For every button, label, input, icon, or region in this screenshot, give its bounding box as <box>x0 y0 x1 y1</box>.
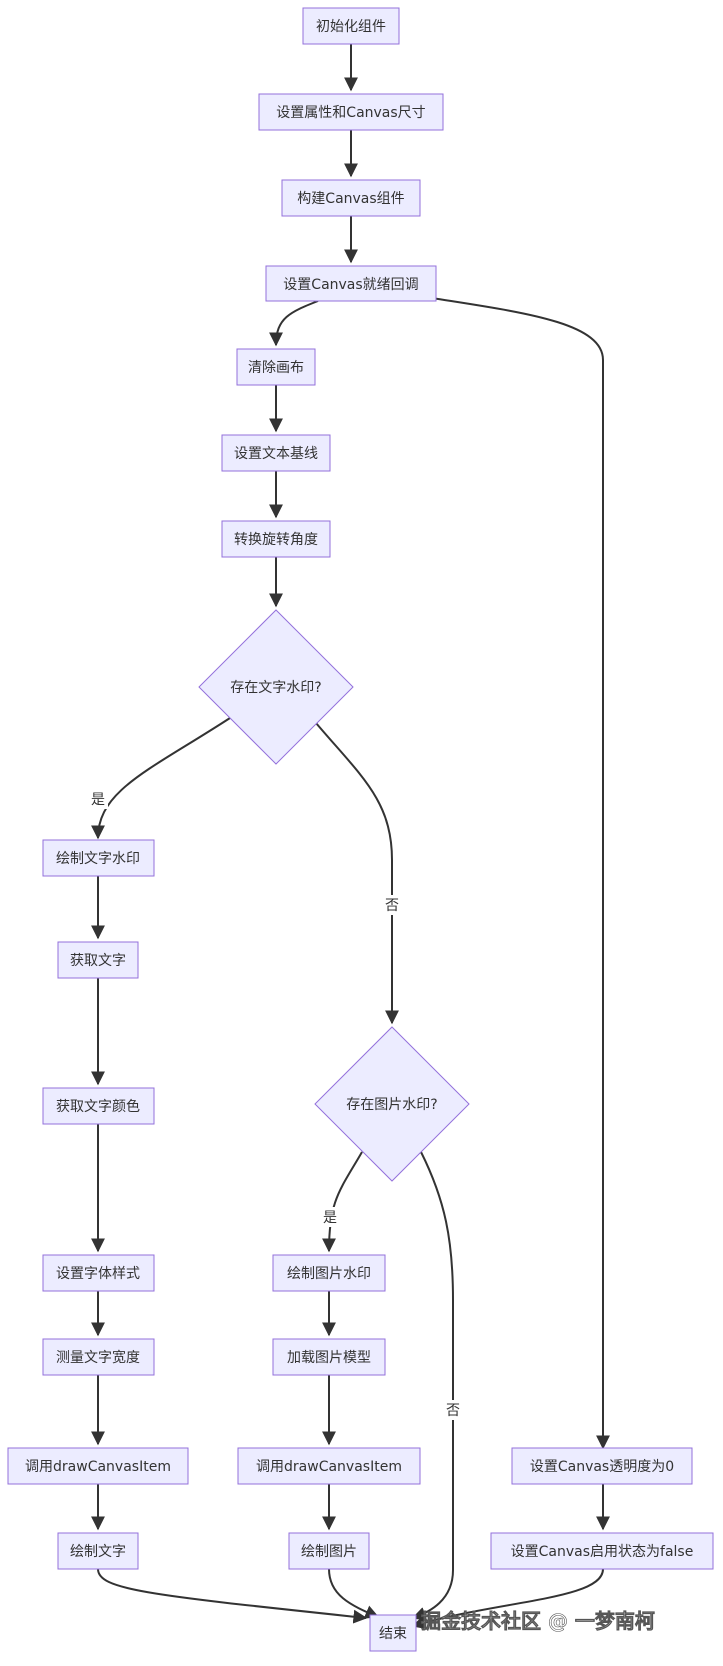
node-load-img: 加载图片模型 <box>272 1338 386 1376</box>
edge-drawtext-end <box>97 1568 368 1624</box>
node-call-draw-1-label: 调用drawCanvasItem <box>25 1459 171 1475</box>
node-set-props-label: 设置属性和Canvas尺寸 <box>276 105 425 121</box>
node-draw-img-wm: 绘制图片水印 <box>272 1254 386 1292</box>
edge-label-text-no: 否 <box>385 898 399 914</box>
node-draw-text-wm-label: 绘制文字水印 <box>56 851 140 867</box>
edges <box>91 44 610 1630</box>
edge-disable-end <box>411 1568 604 1630</box>
node-draw-text: 绘制文字 <box>57 1532 139 1570</box>
node-opacity-label: 设置Canvas透明度为0 <box>530 1459 674 1475</box>
node-font-style-label: 设置字体样式 <box>56 1266 140 1282</box>
node-call-draw-1: 调用drawCanvasItem <box>7 1447 189 1485</box>
node-get-color: 获取文字颜色 <box>42 1087 155 1125</box>
edge-labels: 是 否 是 否 <box>88 789 463 1420</box>
node-measure-label: 测量文字宽度 <box>56 1349 140 1366</box>
node-init: 初始化组件 <box>302 7 400 45</box>
node-build-canvas: 构建Canvas组件 <box>281 179 421 217</box>
node-disable: 设置Canvas启用状态为false <box>490 1532 714 1570</box>
edge-ready-clear <box>269 300 319 347</box>
node-rotate-label: 转换旋转角度 <box>234 531 318 548</box>
edge-hasimage-yes <box>322 1151 363 1253</box>
node-rotate: 转换旋转角度 <box>221 520 331 558</box>
node-get-text: 获取文字 <box>57 941 139 979</box>
node-get-text-label: 获取文字 <box>70 953 126 969</box>
node-get-color-label: 获取文字颜色 <box>56 1098 140 1115</box>
node-measure: 测量文字宽度 <box>42 1338 155 1376</box>
node-font-style: 设置字体样式 <box>42 1254 155 1292</box>
edge-ready-opacity <box>431 297 610 1450</box>
edge-hasimage-no <box>411 1151 454 1621</box>
node-has-image-label: 存在图片水印? <box>346 1097 437 1113</box>
node-load-img-label: 加载图片模型 <box>287 1350 371 1366</box>
edge-label-img-no: 否 <box>446 1403 460 1419</box>
node-ready-cb-label: 设置Canvas就绪回调 <box>283 277 418 293</box>
node-draw-img-label: 绘制图片 <box>301 1544 357 1560</box>
node-call-draw-2-label: 调用drawCanvasItem <box>256 1459 402 1475</box>
node-baseline-label: 设置文本基线 <box>234 445 318 462</box>
node-clear-label: 清除画布 <box>248 360 304 376</box>
edge-hastext-no <box>315 722 399 1025</box>
edge-label-text-yes: 是 <box>91 792 105 808</box>
node-has-image: 存在图片水印? <box>314 1026 470 1182</box>
node-set-props: 设置属性和Canvas尺寸 <box>258 93 444 131</box>
node-end-label: 结束 <box>379 1626 407 1642</box>
node-opacity: 设置Canvas透明度为0 <box>511 1447 693 1485</box>
edge-drawimg-end <box>328 1568 380 1619</box>
edge-label-img-yes: 是 <box>323 1210 337 1226</box>
node-call-draw-2: 调用drawCanvasItem <box>237 1447 421 1485</box>
node-build-canvas-label: 构建Canvas组件 <box>297 191 404 207</box>
node-clear: 清除画布 <box>236 348 316 386</box>
node-draw-text-label: 绘制文字 <box>70 1544 126 1560</box>
node-end: 结束 <box>369 1614 417 1652</box>
node-draw-text-wm: 绘制文字水印 <box>42 839 155 877</box>
edge-hastext-yes <box>91 717 231 840</box>
node-baseline: 设置文本基线 <box>221 434 331 472</box>
node-disable-label: 设置Canvas启用状态为false <box>511 1544 694 1560</box>
node-draw-img-wm-label: 绘制图片水印 <box>287 1266 371 1282</box>
watermark-text: 掘金技术社区 @ 一梦南柯 <box>421 1609 655 1633</box>
node-has-text-label: 存在文字水印? <box>230 680 321 696</box>
node-has-text: 存在文字水印? <box>198 609 354 765</box>
node-draw-img: 绘制图片 <box>288 1532 370 1570</box>
node-init-label: 初始化组件 <box>316 18 386 35</box>
node-ready-cb: 设置Canvas就绪回调 <box>265 265 437 302</box>
